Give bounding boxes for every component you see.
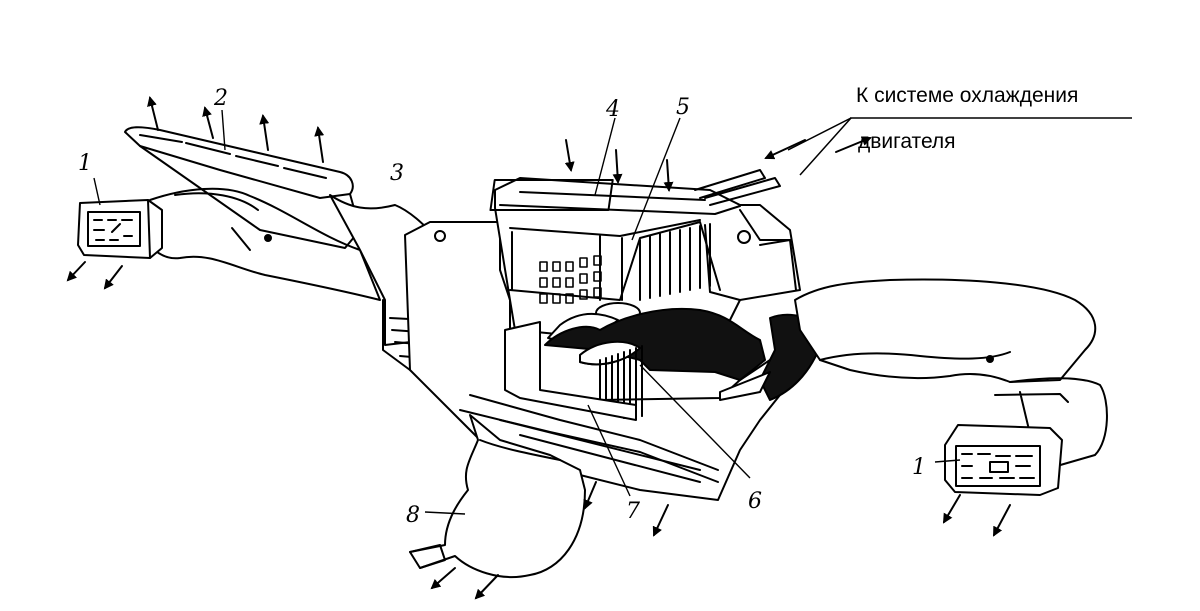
right-air-duct: [794, 278, 1108, 469]
leader-lines: [93, 109, 961, 515]
coolant-pipes: [694, 169, 781, 206]
label-3: 3: [390, 161, 404, 186]
heater-radiator: [489, 177, 801, 341]
cooling-callout: [787, 117, 1132, 176]
label-1-right: 1: [912, 455, 926, 480]
left-air-duct: [149, 187, 381, 301]
label-1-left: 1: [78, 151, 92, 176]
label-8: 8: [406, 503, 420, 528]
airflow-arrows: [66, 96, 1011, 600]
left-vent-nozzle: [77, 199, 163, 259]
radiator-cells: [539, 255, 602, 304]
floor-air-duct: [409, 414, 586, 579]
air-flap: [504, 321, 771, 421]
label-6: 6: [748, 489, 762, 514]
label-7: 7: [626, 499, 640, 524]
right-vent-nozzle: [944, 424, 1063, 496]
label-4: 4: [605, 97, 620, 122]
label-2: 2: [213, 86, 228, 111]
callout-text-line1: К системе охлаждения: [856, 84, 1079, 107]
callout-text-line2: двигателя: [858, 130, 956, 153]
label-5: 5: [676, 95, 690, 120]
